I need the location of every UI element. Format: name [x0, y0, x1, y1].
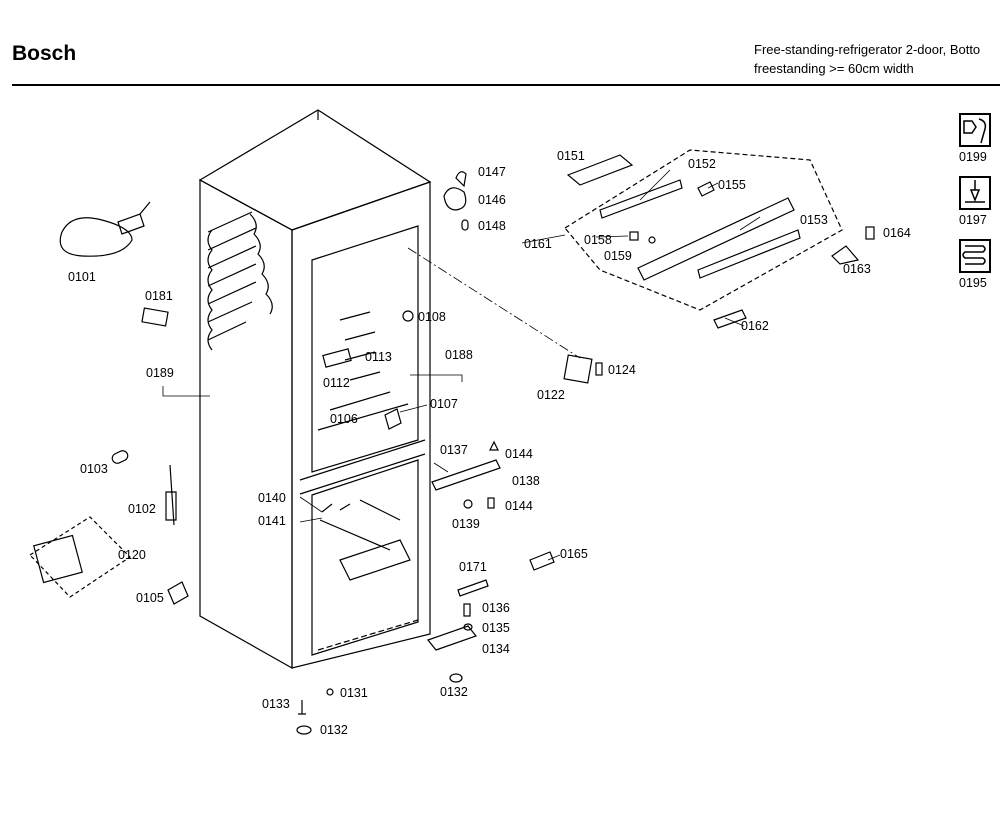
- model-description-line-2: freestanding >= 60cm width: [754, 61, 914, 76]
- part-label-0132-bottom: 0132: [320, 723, 348, 737]
- part-0162-shape: [713, 309, 747, 329]
- part-label-0141: 0141: [258, 514, 286, 528]
- part-label-0148: 0148: [478, 219, 506, 233]
- part-0112-shape: [322, 348, 352, 368]
- part-label-0171: 0171: [459, 560, 487, 574]
- part-label-0152: 0152: [688, 157, 716, 171]
- part-label-0159: 0159: [604, 249, 632, 263]
- part-label-0161: 0161: [524, 237, 552, 251]
- part-label-0189: 0189: [146, 366, 174, 380]
- part-label-0165: 0165: [560, 547, 588, 561]
- heating-coil-icon: [959, 239, 991, 273]
- part-0136-shape: [463, 603, 471, 617]
- part-label-0158: 0158: [584, 233, 612, 247]
- part-label-0102: 0102: [128, 502, 156, 516]
- part-label-0147: 0147: [478, 165, 506, 179]
- part-0132-bottom-shape: [296, 725, 312, 735]
- part-label-0137: 0137: [440, 443, 468, 457]
- part-label-0151: 0151: [557, 149, 585, 163]
- part-label-0103: 0103: [80, 462, 108, 476]
- legend-label-0195: 0195: [959, 276, 987, 290]
- part-0120-dashed-box: [29, 516, 131, 598]
- part-0151-shape: [566, 154, 634, 186]
- part-label-0134: 0134: [482, 642, 510, 656]
- part-label-0122: 0122: [537, 388, 565, 402]
- part-label-0181: 0181: [145, 289, 173, 303]
- part-0139-shape: [463, 499, 473, 509]
- part-label-0140: 0140: [258, 491, 286, 505]
- part-0120-shape: [33, 534, 83, 584]
- part-label-0105: 0105: [136, 591, 164, 605]
- brand-title: Bosch: [12, 42, 77, 65]
- part-0133-shape: [298, 700, 306, 715]
- part-0132-right-shape: [449, 673, 463, 683]
- part-label-0162: 0162: [741, 319, 769, 333]
- part-label-0124: 0124: [608, 363, 636, 377]
- part-0105-shape: [167, 581, 189, 605]
- part-0103-shape: [111, 450, 129, 464]
- part-label-0101: 0101: [68, 270, 96, 284]
- part-0152-shape: [599, 179, 683, 219]
- part-label-0155: 0155: [718, 178, 746, 192]
- part-label-0138: 0138: [512, 474, 540, 488]
- legend-label-0199: 0199: [959, 150, 987, 164]
- part-label-0164: 0164: [883, 226, 911, 240]
- part-0144-bottom-shape: [487, 497, 495, 509]
- part-label-0188: 0188: [445, 348, 473, 362]
- part-label-0144-bottom: 0144: [505, 499, 533, 513]
- leader-lines: [162, 169, 761, 561]
- part-0107-shape: [384, 408, 402, 430]
- part-0165-shape: [529, 551, 555, 571]
- part-label-0153: 0153: [800, 213, 828, 227]
- part-label-0107: 0107: [430, 397, 458, 411]
- part-label-0133: 0133: [262, 697, 290, 711]
- toolkit-icon: [959, 113, 991, 147]
- header-divider: [12, 84, 1000, 86]
- part-0108-shape: [402, 310, 414, 322]
- condenser-coil: [207, 211, 273, 351]
- part-label-0113: 0113: [365, 350, 392, 364]
- model-description-line-1: Free-standing-refrigerator 2-door, Botto: [754, 42, 981, 57]
- part-0164-shape: [865, 226, 875, 240]
- part-0131-shape: [326, 688, 334, 696]
- part-label-0163: 0163: [843, 262, 871, 276]
- part-0137-shape: [431, 459, 501, 491]
- control-panel-dashed-group: [564, 149, 843, 311]
- part-label-0136: 0136: [482, 601, 510, 615]
- legend-label-0197: 0197: [959, 213, 987, 227]
- part-0148-shape: [461, 219, 469, 231]
- part-0134-shape: [427, 625, 477, 651]
- part-0155-shape: [697, 181, 715, 197]
- part-label-0144-top: 0144: [505, 447, 533, 461]
- part-0163-shape: [831, 245, 860, 265]
- part-0122-shape: [563, 354, 593, 384]
- part-label-0120: 0120: [118, 548, 146, 562]
- part-label-0139: 0139: [452, 517, 480, 531]
- part-0147-shape: [455, 171, 467, 188]
- part-0140-shape: [321, 503, 351, 513]
- part-label-0106: 0106: [330, 412, 358, 426]
- part-label-0112: 0112: [323, 376, 350, 390]
- part-label-0131: 0131: [340, 686, 368, 700]
- connector-line-0122: [407, 247, 581, 359]
- part-0144-top-shape: [489, 440, 499, 451]
- grease-icon: [959, 176, 991, 210]
- part-0146-shape: [443, 187, 467, 211]
- part-label-0132-right: 0132: [440, 685, 468, 699]
- part-0102-shape: [165, 464, 177, 526]
- part-0153-strip: [697, 229, 801, 279]
- part-label-0135: 0135: [482, 621, 510, 635]
- part-label-0108: 0108: [418, 310, 446, 324]
- part-0124-shape: [595, 362, 603, 376]
- part-0153-shape: [637, 197, 795, 281]
- part-0158-shape: [629, 231, 639, 241]
- part-0159-shape: [648, 236, 656, 244]
- part-0181-shape: [141, 307, 169, 327]
- power-cord: [59, 201, 151, 257]
- part-label-0146: 0146: [478, 193, 506, 207]
- cabinet-body: [198, 109, 432, 670]
- part-0171-shape: [457, 579, 489, 597]
